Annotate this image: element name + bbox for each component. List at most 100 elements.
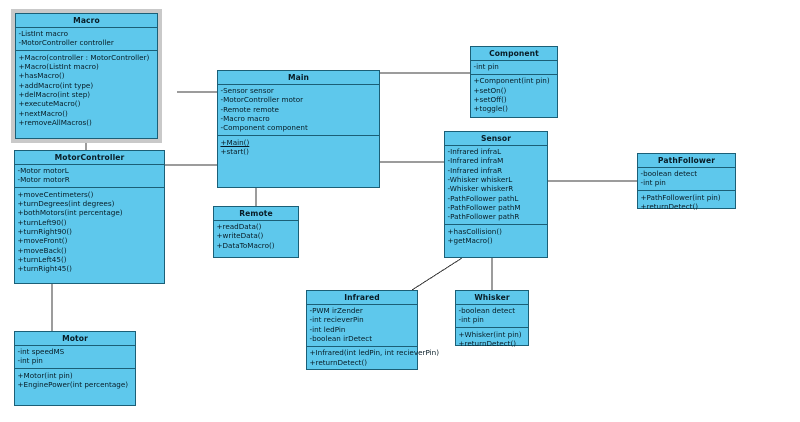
class-box-sensor[interactable]: Sensor -Infrared infraL -Infrared infraM…	[444, 131, 548, 258]
class-title-main: Main	[218, 71, 379, 85]
edge-sensor-infrared	[411, 257, 463, 291]
class-title-remote: Remote	[214, 207, 298, 221]
operation-row: +addMacro(int type)	[18, 80, 94, 90]
attribute-row: -boolean detect	[458, 306, 516, 316]
operation-row: +bothMotors(int percentage)	[17, 208, 123, 218]
attribute-row: -Motor motorR	[17, 175, 70, 185]
class-title-macro: Macro	[16, 14, 157, 28]
attribute-row: -Macro macro	[220, 114, 270, 124]
attribute-row: -Sensor sensor	[220, 86, 274, 96]
operation-row: +Whisker(int pin)	[458, 329, 522, 339]
operation-row: +returnDetect()	[640, 202, 699, 212]
class-title-whisker: Whisker	[456, 291, 528, 305]
class-operations-pathfollower: +PathFollower(int pin) +returnDetect()	[638, 191, 735, 214]
class-operations-whisker: +Whisker(int pin) +returnDetect()	[456, 328, 528, 351]
attribute-row: -PWM irZender	[309, 306, 363, 316]
class-operations-main: +Main() +start()	[218, 136, 379, 159]
operation-row: +getMacro()	[447, 235, 493, 245]
operation-row: +delMacro(int step)	[18, 89, 91, 99]
class-title-pathfollower: PathFollower	[638, 154, 735, 168]
class-title-infrared: Infrared	[307, 291, 417, 305]
operation-row: +hasMacro()	[18, 71, 65, 81]
class-attributes-component: -int pin	[471, 61, 557, 75]
operation-row: +moveFront()	[17, 236, 68, 246]
class-operations-motor: +Motor(int pin) +EnginePower(int percent…	[15, 369, 135, 392]
operation-row: +turnRight90()	[17, 226, 72, 236]
class-attributes-whisker: -boolean detect -int pin	[456, 305, 528, 329]
operation-row: +moveBack()	[17, 245, 67, 255]
attribute-row: -int pin	[473, 62, 499, 72]
attribute-row: -int recieverPin	[309, 315, 364, 325]
operation-row: +Infrared(int ledPin, int recieverPin)	[309, 348, 440, 358]
class-attributes-main: -Sensor sensor -MotorController motor -R…	[218, 85, 379, 137]
class-title-component: Component	[471, 47, 557, 61]
class-attributes-motor: -int speedMS -int pin	[15, 346, 135, 370]
attribute-row: -PathFollower pathM	[447, 202, 521, 212]
class-box-remote[interactable]: Remote +readData() +writeData() +DataToM…	[213, 206, 299, 258]
operation-row: +returnDetect()	[309, 357, 368, 367]
operation-row: +moveCentimeters()	[17, 189, 94, 199]
operation-row: +writeData()	[216, 231, 264, 241]
class-attributes-pathfollower: -boolean detect -int pin	[638, 168, 735, 192]
operation-row: +returnDetect()	[458, 339, 517, 349]
class-operations-infrared: +Infrared(int ledPin, int recieverPin) +…	[307, 347, 440, 370]
class-box-macro[interactable]: Macro -ListInt macro -MotorController co…	[15, 13, 158, 139]
operation-row: +setOn()	[473, 85, 507, 95]
operation-row: +start()	[220, 146, 249, 156]
operation-row: +EnginePower(int percentage)	[17, 380, 129, 390]
class-operations-remote: +readData() +writeData() +DataToMacro()	[214, 221, 298, 253]
operation-row: +toggle()	[473, 104, 508, 114]
class-attributes-infrared: -PWM irZender -int recieverPin -int ledP…	[307, 305, 417, 347]
attribute-row: -Component component	[220, 123, 308, 133]
attribute-row: -MotorController controller	[18, 38, 114, 48]
attribute-row: -PathFollower pathR	[447, 212, 520, 222]
class-box-main[interactable]: Main -Sensor sensor -MotorController mot…	[217, 70, 380, 188]
operation-row: +PathFollower(int pin)	[640, 192, 721, 202]
operation-row: +executeMacro()	[18, 99, 81, 109]
class-operations-sensor: +hasCollision() +getMacro()	[445, 225, 547, 248]
class-box-infrared[interactable]: Infrared -PWM irZender -int recieverPin …	[306, 290, 440, 370]
operation-row: +setOff()	[473, 95, 507, 105]
attribute-row: -Infrared infraR	[447, 165, 503, 175]
attribute-row: -MotorController motor	[220, 95, 304, 105]
operation-row: +Motor(int pin)	[17, 370, 73, 380]
operation-row: +DataToMacro()	[216, 240, 275, 250]
attribute-row: -Remote remote	[220, 104, 279, 114]
class-operations-component: +Component(int pin) +setOn() +setOff() +…	[471, 75, 557, 116]
attribute-row: -int pin	[640, 178, 666, 188]
operation-row: +turnLeft90()	[17, 217, 67, 227]
attribute-row: -PathFollower pathL	[447, 193, 519, 203]
attribute-row: -boolean detect	[640, 169, 698, 179]
operation-row: +nextMacro()	[18, 108, 68, 118]
attribute-row: -Motor motorL	[17, 166, 69, 176]
operation-row: +readData()	[216, 222, 262, 232]
class-title-sensor: Sensor	[445, 132, 547, 146]
attribute-row: -Whisker whiskerR	[447, 184, 514, 194]
operation-row: +Main()	[220, 137, 250, 147]
class-attributes-sensor: -Infrared infraL -Infrared infraM -Infra…	[445, 146, 547, 225]
operation-row: +removeAllMacros()	[18, 117, 92, 127]
class-title-motor: Motor	[15, 332, 135, 346]
class-attributes-motorcontroller: -Motor motorL -Motor motorR	[15, 165, 164, 189]
attribute-row: -int pin	[458, 315, 484, 325]
attribute-row: -int ledPin	[309, 324, 346, 334]
class-operations-macro: +Macro(controller : MotorController) +Ma…	[16, 51, 157, 129]
class-box-whisker[interactable]: Whisker -boolean detect -int pin +Whiske…	[455, 290, 529, 347]
attribute-row: -int pin	[17, 356, 43, 366]
operation-row: +turnDegrees(int degrees)	[17, 199, 115, 209]
operation-row: +Component(int pin)	[473, 76, 550, 86]
class-box-component[interactable]: Component -int pin +Component(int pin) +…	[470, 46, 558, 118]
operation-row: +Macro(ListInt macro)	[18, 62, 99, 72]
class-box-pathfollower[interactable]: PathFollower -boolean detect -int pin +P…	[637, 153, 736, 210]
attribute-row: -ListInt macro	[18, 29, 69, 39]
class-operations-motorcontroller: +moveCentimeters() +turnDegrees(int degr…	[15, 188, 164, 276]
class-box-motor[interactable]: Motor -int speedMS -int pin +Motor(int p…	[14, 331, 136, 406]
attribute-row: -Infrared infraL	[447, 147, 502, 157]
operation-row: +Macro(controller : MotorController)	[18, 52, 150, 62]
operation-row: +turnLeft45()	[17, 254, 67, 264]
class-box-motorcontroller[interactable]: MotorController -Motor motorL -Motor mot…	[14, 150, 165, 284]
operation-row: +turnRight45()	[17, 264, 72, 274]
operation-row: +hasCollision()	[447, 226, 502, 236]
